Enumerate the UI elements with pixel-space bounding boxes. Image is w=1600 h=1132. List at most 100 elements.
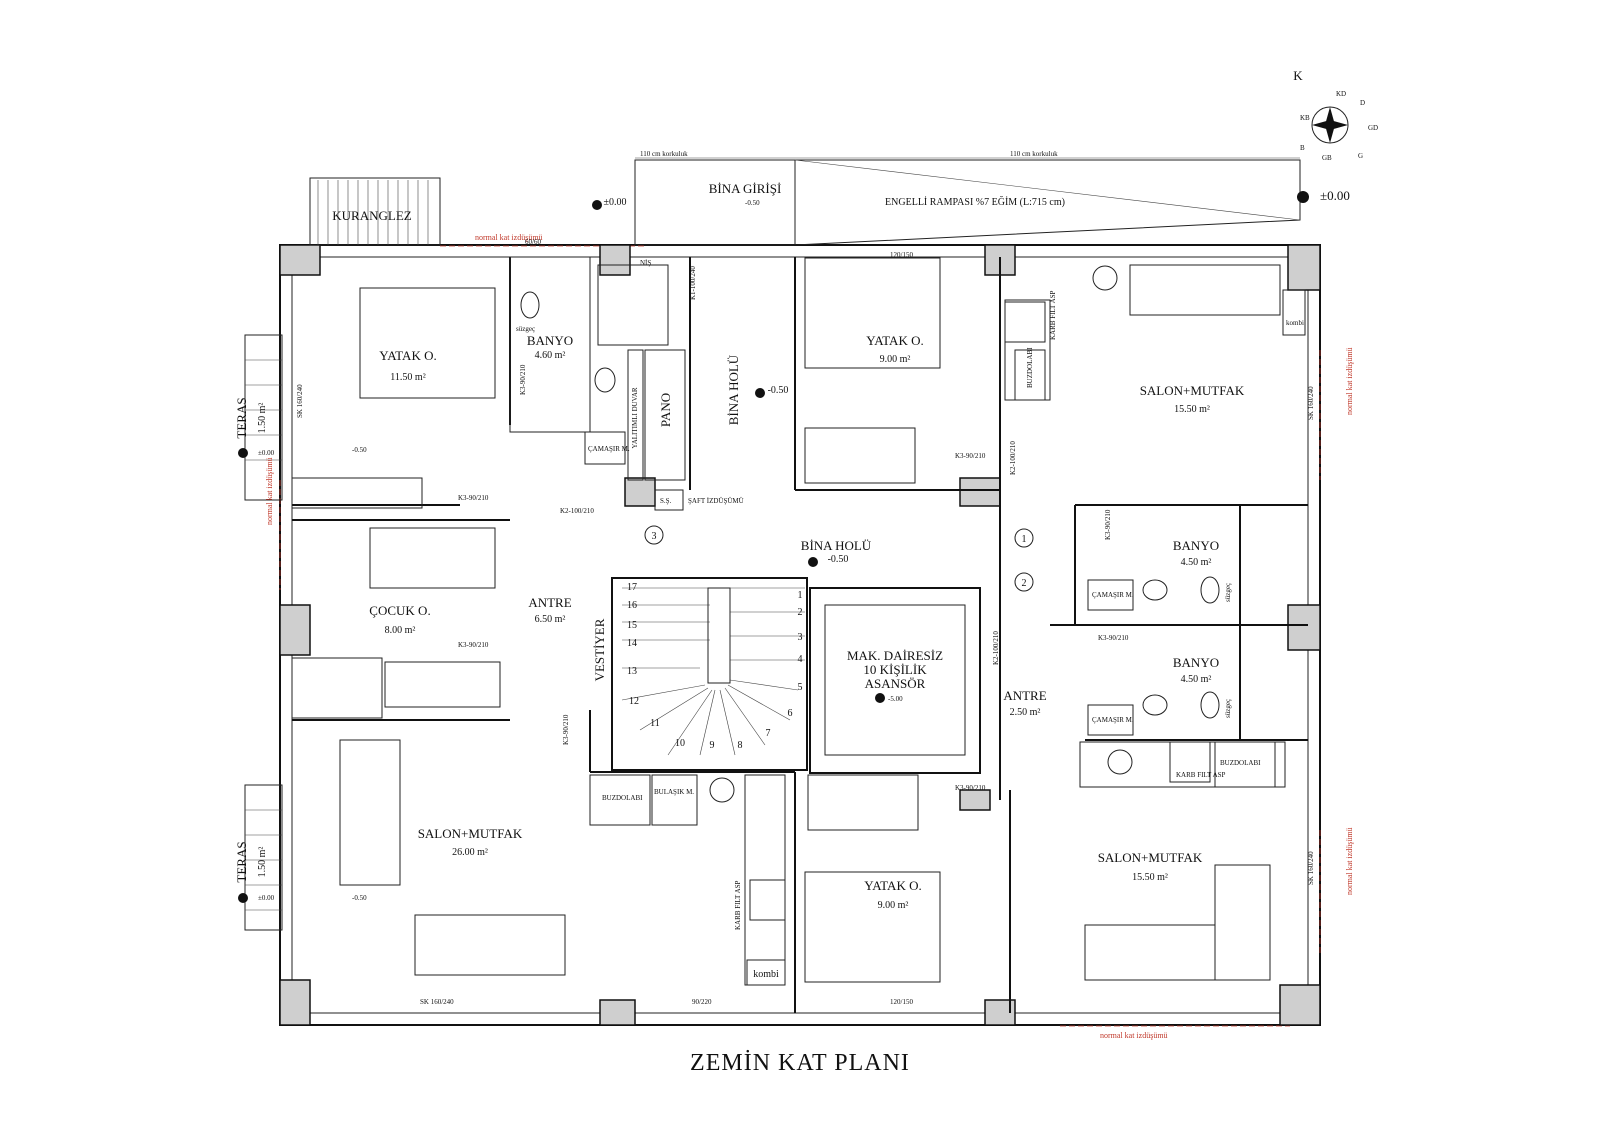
hood-label: KARB FILT ASP <box>734 880 742 930</box>
pano-label: PANO <box>658 393 673 427</box>
column <box>1287 244 1321 291</box>
entrance-label: BİNA GİRİŞİ <box>709 181 782 196</box>
kombi-box <box>1282 289 1306 336</box>
level-label: ±0.00 <box>1320 188 1350 203</box>
terrace-label: TERAS <box>234 397 249 438</box>
bathroom-sink <box>594 367 616 393</box>
room-area: 11.50 m² <box>390 372 425 383</box>
ramp-guide <box>794 159 1301 221</box>
wardrobe <box>384 661 501 708</box>
stove <box>1004 301 1046 343</box>
bathroom-wall <box>509 256 591 433</box>
washer-label: ÇAMAŞIR M. <box>1092 591 1134 599</box>
sofa <box>339 739 401 886</box>
stair-steps <box>621 587 805 756</box>
fridge-box <box>589 774 651 826</box>
compass-label: KB <box>1300 114 1310 122</box>
drain-label: süzgeç <box>1224 583 1232 602</box>
wardrobe <box>807 774 919 831</box>
svg-text:10: 10 <box>675 738 685 749</box>
washer-label: ÇAMAŞIR M. <box>588 445 630 453</box>
kombi-box <box>746 959 786 986</box>
hall-label: BİNA HOLÜ <box>801 538 872 553</box>
projection-label: normal kat izdüşümü <box>1345 347 1354 415</box>
fridge-label: BUZDOLABI <box>602 794 643 802</box>
compass-label: KD <box>1336 90 1346 98</box>
svg-text:15: 15 <box>627 620 637 631</box>
compass-label: GD <box>1368 124 1378 132</box>
svg-text:3: 3 <box>798 632 803 643</box>
sink <box>1092 265 1118 291</box>
level-label: ±0.00 <box>604 197 627 208</box>
window-label: 90/220 <box>692 998 712 1006</box>
drain-label: süzgeç <box>516 325 535 333</box>
section-number: 3 <box>652 531 657 542</box>
stove <box>749 879 786 921</box>
washer-label: ÇAMAŞIR M. <box>1092 716 1134 724</box>
elevator-cab <box>824 604 966 756</box>
door-label: K3-90/210 <box>1098 634 1129 642</box>
washer-box <box>1087 704 1134 736</box>
level-label: -0.50 <box>745 199 760 207</box>
column <box>599 244 631 276</box>
washer-box <box>1087 579 1134 611</box>
hood-label: KARB FILT ASP <box>1176 771 1226 779</box>
elevator-level: -5.00 <box>888 695 903 703</box>
compass-north: K <box>1293 68 1303 83</box>
window-label: SK 160/240 <box>1307 851 1315 885</box>
column <box>279 604 311 656</box>
compass-icon <box>1311 106 1349 144</box>
desk <box>291 657 383 719</box>
section-number: 2 <box>1022 578 1027 589</box>
room-name: ÇOCUK O. <box>369 603 430 618</box>
bed <box>804 871 941 983</box>
room-area: 4.50 m² <box>1181 557 1212 568</box>
door-label: K3-90/210 <box>1104 509 1112 540</box>
svg-text:17: 17 <box>627 582 637 593</box>
toilet <box>1200 691 1220 719</box>
door-label: K3-90/210 <box>955 452 986 460</box>
section-number: 1 <box>1022 534 1027 545</box>
drain-label: süzgeç <box>1224 699 1232 718</box>
ramp-label: ENGELLİ RAMPASI %7 EĞİM (L:715 cm) <box>885 196 1065 208</box>
ss-box <box>654 489 684 511</box>
column <box>599 999 636 1026</box>
sink <box>709 777 735 803</box>
door-label: K2-100/210 <box>992 631 1000 665</box>
terrace-label: TERAS <box>234 841 249 882</box>
door-label: K2-100/210 <box>560 507 594 515</box>
room-name: SALON+MUTFAK <box>1140 383 1245 398</box>
door-label: K3-90/210 <box>562 714 570 745</box>
insulated-wall <box>627 349 644 481</box>
wardrobe <box>291 477 423 509</box>
level-marker-icon <box>238 191 1309 903</box>
room-name: YATAK O. <box>379 348 436 363</box>
toilet <box>520 291 540 319</box>
railing-label: 110 cm korkuluk <box>1010 150 1058 158</box>
svg-text:9: 9 <box>710 740 715 751</box>
elevator-label: 10 KİŞİLİK <box>863 662 927 677</box>
svg-text:4: 4 <box>798 654 803 665</box>
level-label: -0.50 <box>352 446 367 454</box>
room-area: 26.00 m² <box>452 847 488 858</box>
kombi-label: kombi <box>1286 319 1304 327</box>
niche-label: NİŞ <box>640 259 651 267</box>
window-label: 120/150 <box>890 998 913 1006</box>
room-name: YATAK O. <box>866 333 923 348</box>
level-label: ±0.00 <box>258 449 275 457</box>
terrace-grid <box>245 359 282 911</box>
section-marker-icon <box>1014 572 1034 592</box>
washer-box <box>584 431 626 465</box>
terrace-area: 1.50 m² <box>257 403 268 434</box>
dishwasher-label: BULAŞIK M. <box>654 788 694 796</box>
plan-title: ZEMİN KAT PLANI <box>690 1050 910 1076</box>
room-area: 6.50 m² <box>535 614 566 625</box>
compass-label: D <box>1360 99 1365 107</box>
room-name: ANTRE <box>1003 688 1046 703</box>
svg-text:5: 5 <box>798 682 803 693</box>
svg-text:16: 16 <box>627 600 637 611</box>
bathroom-sink <box>1142 579 1168 601</box>
stair-well <box>611 577 808 771</box>
compass-label: B <box>1300 144 1305 152</box>
